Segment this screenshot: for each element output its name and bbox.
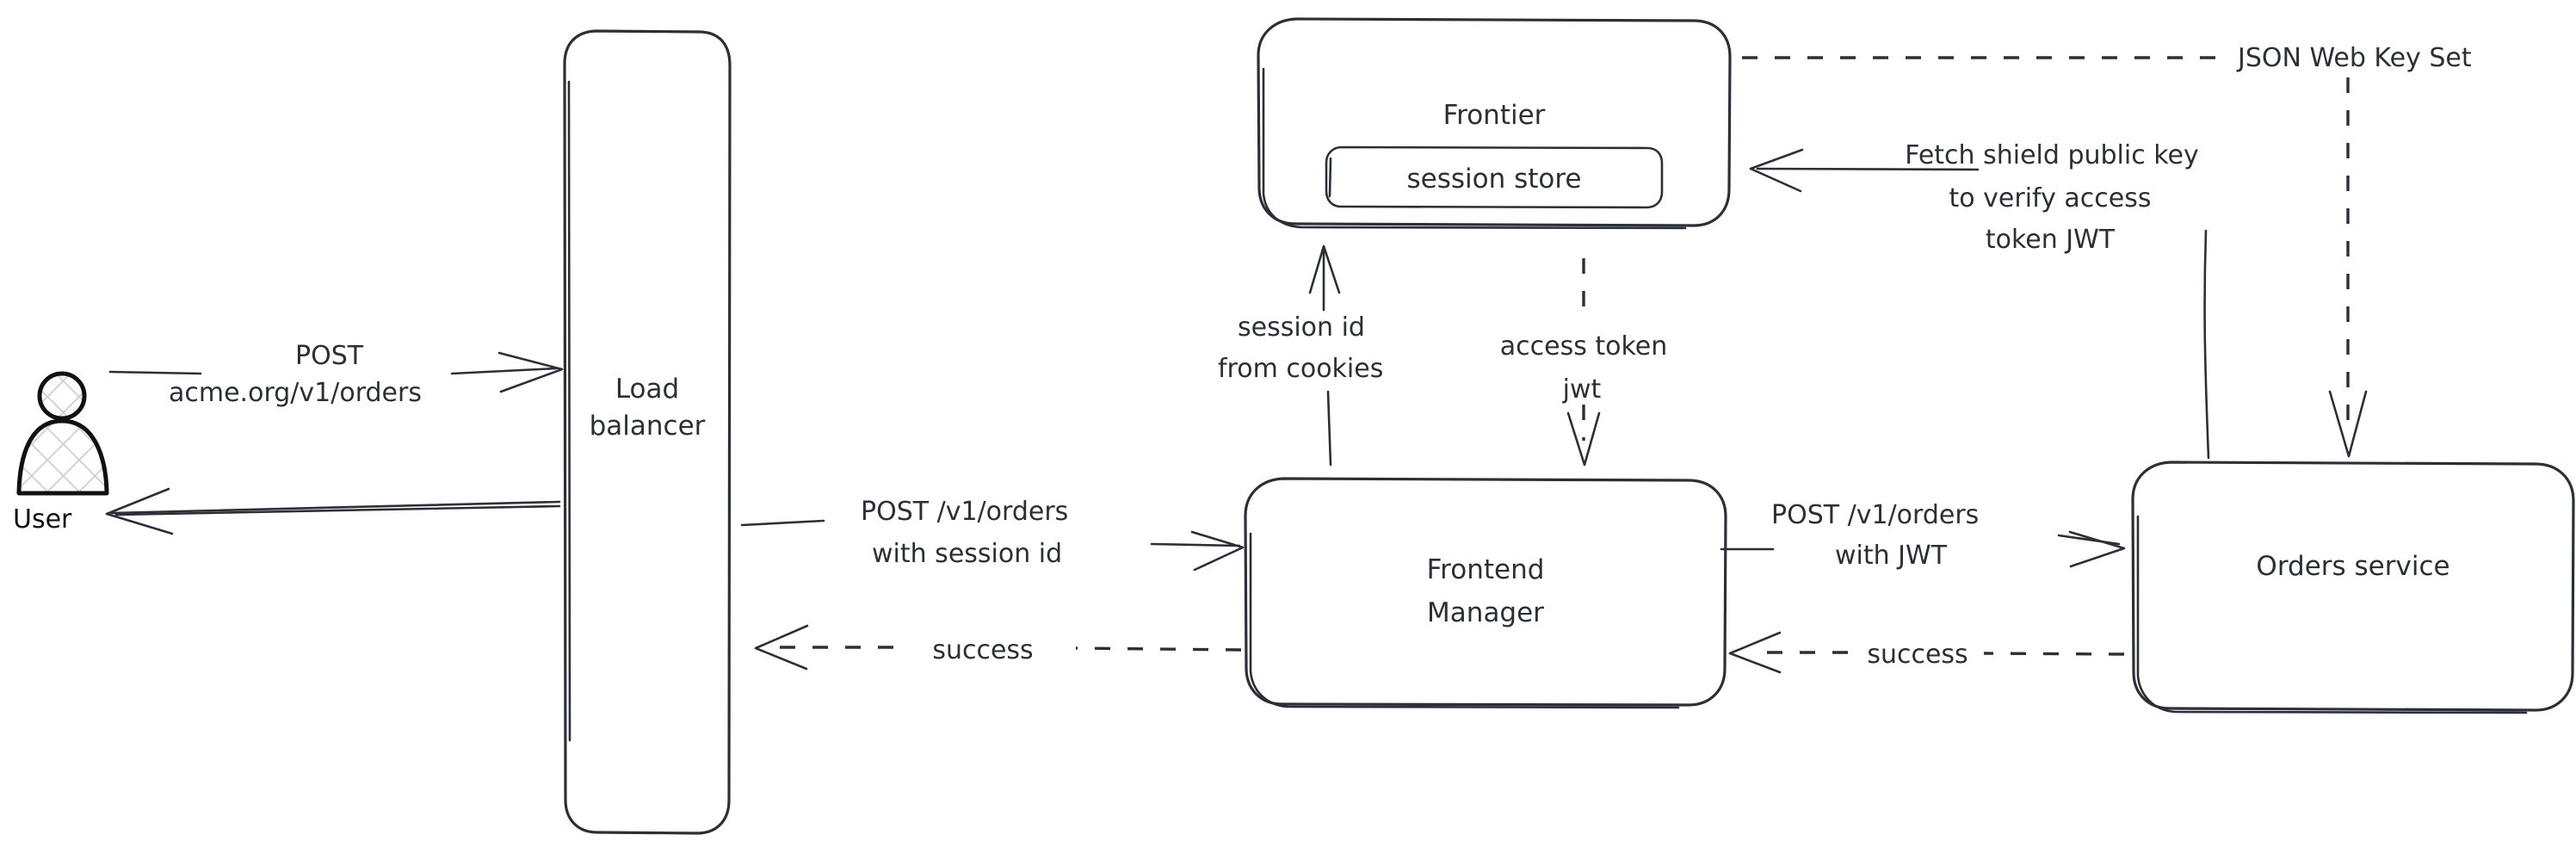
edge-frontier-to-frontend-manager: access token jwt: [1500, 258, 1668, 467]
frontend-manager-label-line1: Frontend: [1427, 554, 1545, 585]
edge-lb-to-fm-line-tail: [1150, 542, 1241, 547]
session-store-label: session store: [1406, 164, 1581, 195]
edge-load-balancer-to-frontend-manager: POST /v1/orders with session id: [740, 497, 1245, 572]
edge-user-to-lb-arrowhead: [497, 351, 564, 393]
frontend-manager-node[interactable]: Frontend Manager: [1244, 477, 1727, 709]
orders-service-node[interactable]: Orders service: [2131, 461, 2575, 714]
edge-orders-to-frontier-label-line3: token JWT: [1986, 225, 2116, 255]
edge-fm-to-lb-arrowhead: [754, 624, 809, 671]
edge-user-to-load-balancer: POST acme.org/v1/orders: [108, 341, 564, 408]
edge-orders-to-frontier-label-line2: to verify access: [1949, 183, 2152, 213]
edge-fm-to-frontier-label-line2: from cookies: [1218, 354, 1383, 384]
edge-lb-to-user-line: [110, 500, 561, 515]
orders-service-label: Orders service: [2256, 551, 2449, 582]
edge-orders-to-fm-arrowhead: [1728, 631, 1782, 674]
edge-frontend-manager-to-orders-service: POST /v1/orders with JWT: [1720, 500, 2126, 571]
edge-orders-to-frontier-arrowhead: [1749, 148, 1804, 193]
orders-service-outline-sketch: [2136, 515, 2528, 714]
user-body-icon: [16, 418, 109, 496]
frontend-manager-outline: [1244, 477, 1727, 707]
load-balancer-outline-sketch: [567, 80, 571, 742]
edge-orders-to-frontier-label-line1: Fetch shield public key: [1905, 140, 2199, 170]
edge-frontend-manager-to-load-balancer: success: [754, 624, 1242, 671]
frontier-outline-sketch: [1262, 67, 1687, 230]
edge-fm-to-lb-label: success: [932, 635, 1033, 665]
edge-fm-to-lb-line-right: [1075, 646, 1242, 652]
load-balancer-label-line1: Load: [615, 374, 679, 405]
edge-frontier-to-orders-arrowhead: [2328, 390, 2368, 458]
edge-orders-service-to-frontier: Fetch shield public key to verify access…: [1749, 140, 2210, 460]
edge-fm-to-frontier-line-lower: [1326, 390, 1332, 467]
edge-fm-to-frontier-label-line1: session id: [1238, 312, 1365, 343]
edge-fm-to-frontier-arrowhead: [1308, 244, 1341, 294]
user-label: User: [13, 504, 72, 535]
load-balancer-outline: [563, 29, 732, 835]
edge-frontier-to-orders-service: JSON Web Key Set: [1742, 43, 2472, 458]
frontier-node[interactable]: Frontier session store: [1257, 17, 1732, 230]
load-balancer-node[interactable]: Load balancer: [563, 29, 732, 835]
edge-load-balancer-to-user: [105, 487, 561, 535]
edge-lb-to-fm-label-line1: POST /v1/orders: [861, 497, 1068, 527]
edge-frontier-to-fm-label-line2: jwt: [1562, 374, 1602, 405]
session-store-node[interactable]: session store: [1325, 145, 1664, 209]
edge-lb-to-fm-line: [740, 519, 825, 527]
session-store-outline-sketch: [1328, 157, 1332, 198]
session-store-outline: [1325, 145, 1664, 209]
edge-fm-to-orders-label-line1: POST /v1/orders: [1771, 500, 1979, 530]
edge-frontend-manager-to-frontier: session id from cookies: [1218, 244, 1383, 467]
edge-frontier-to-fm-arrowhead: [1566, 411, 1601, 467]
edge-user-to-lb-label-line1: POST: [295, 341, 364, 371]
edge-lb-to-fm-label-line2: with session id: [872, 539, 1062, 569]
edge-orders-to-frontier-line-curve: [2203, 229, 2210, 460]
edge-lb-to-fm-arrowhead: [1190, 530, 1245, 572]
frontier-outline: [1257, 17, 1732, 227]
edge-frontier-to-orders-label: JSON Web Key Set: [2236, 43, 2472, 73]
edge-user-to-lb-line: [108, 370, 202, 375]
edge-user-to-lb-label-line2: acme.org/v1/orders: [169, 378, 422, 408]
orders-service-outline: [2131, 461, 2575, 712]
edge-frontier-to-fm-label-line1: access token: [1500, 331, 1668, 362]
edge-orders-to-fm-label: success: [1867, 640, 1968, 670]
user-actor: User: [13, 371, 109, 535]
frontend-manager-label-line2: Manager: [1427, 597, 1544, 628]
edge-lb-to-user-arrowhead: [105, 487, 174, 535]
frontier-label: Frontier: [1443, 100, 1546, 131]
edge-fm-to-orders-label-line2: with JWT: [1835, 541, 1948, 571]
load-balancer-label-line2: balancer: [590, 411, 706, 442]
edge-user-to-lb-line-tail: [450, 367, 558, 375]
edge-orders-to-fm-line-right: [1983, 652, 2125, 656]
user-head-icon: [37, 371, 87, 421]
edge-orders-to-frontier-line-horizontal: [1756, 167, 1980, 171]
edge-orders-service-to-frontend-manager: success: [1728, 631, 2125, 674]
edge-fm-to-orders-arrowhead: [2068, 530, 2126, 568]
edge-lb-to-user-line-sketch: [114, 504, 561, 516]
frontend-manager-outline-sketch: [1249, 532, 1680, 709]
